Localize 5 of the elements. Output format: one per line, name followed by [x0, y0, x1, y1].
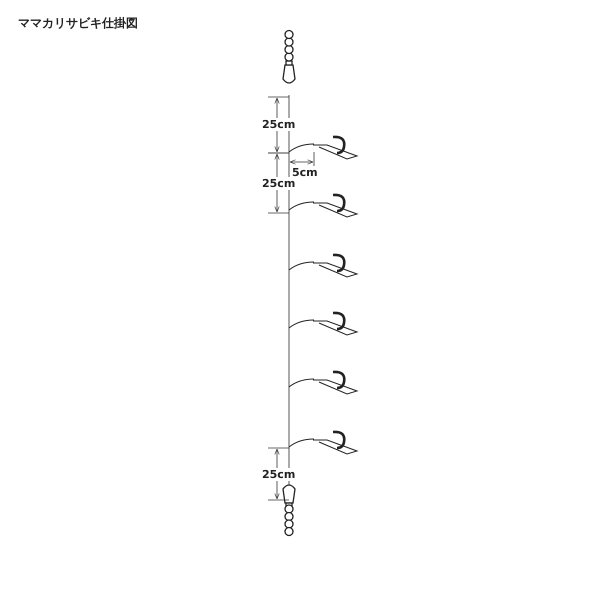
dimension-label: 25cm — [261, 118, 296, 131]
dimension-label: 25cm — [261, 468, 296, 481]
dimension-label: 5cm — [291, 166, 319, 179]
diagram-title: ママカリサビキ仕掛図 — [18, 15, 138, 32]
dimension-label: 25cm — [261, 177, 296, 190]
